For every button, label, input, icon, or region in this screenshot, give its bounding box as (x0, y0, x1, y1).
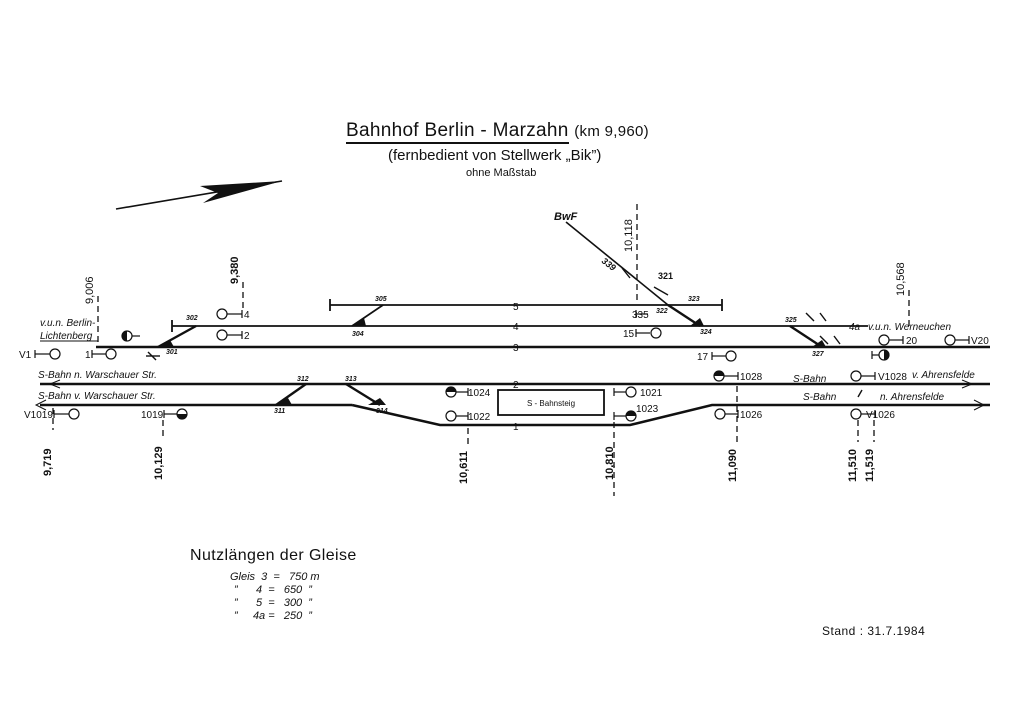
signal-v20-icon (944, 334, 956, 346)
signal-v1026-label: V1026 (866, 410, 895, 421)
signal-1-label: 1 (85, 350, 91, 361)
switch-335: 335 (632, 310, 649, 321)
signal-1-icon (105, 348, 117, 360)
signal-v1028-icon (850, 370, 862, 382)
dir-berlin-1: v.u.n. Berlin- (40, 318, 96, 329)
signal-17-icon (725, 350, 737, 362)
switch-324: 324 (700, 329, 712, 336)
track-4-label: 4 (513, 322, 519, 333)
north-arrow-icon (115, 180, 283, 210)
signal-4-icon (216, 308, 228, 320)
dir-berlin-2: Lichtenberg (40, 331, 93, 342)
length-row: Gleis 3 = 750 m (230, 571, 320, 583)
switch-313: 313 (345, 376, 357, 383)
km-10568: 10,568 (895, 262, 907, 296)
plan-title: Bahnhof Berlin - Marzahn (km 9,960) (346, 120, 649, 144)
signal-1026-icon (714, 408, 726, 420)
switch-301: 301 (166, 349, 178, 356)
switch-322: 322 (656, 308, 668, 315)
switch-304: 304 (352, 331, 364, 338)
bwf-label: BwF (554, 211, 578, 223)
length-row: ” 4a = 250 ” (234, 610, 312, 622)
track-4a-label: 4a (849, 322, 861, 333)
km-9380: 9,380 (229, 256, 241, 284)
switch-314: 314 (376, 408, 388, 415)
signal-1026-label: 1026 (740, 410, 763, 421)
station-name: Bahnhof Berlin - Marzahn (346, 120, 569, 144)
lengths-title: Nutzlängen der Gleise (190, 547, 357, 564)
km-11090: 11,090 (727, 449, 739, 482)
signal-2-label: 2 (244, 331, 250, 342)
signal-v20-label: V20 (971, 336, 989, 347)
switch-312: 312 (297, 376, 309, 383)
track-5-label: 5 (513, 302, 519, 313)
station-km: (km 9,960) (574, 123, 649, 140)
track-3-label: 3 (513, 343, 519, 354)
km-10129: 10,129 (153, 446, 165, 480)
bwf-branch (565, 221, 669, 306)
signal-17-label: 17 (697, 352, 709, 363)
signal-v1026-icon (850, 408, 862, 420)
signal-1021-icon (625, 386, 637, 398)
plan-subtitle: (fernbedient von Stellwerk „Bik”) (388, 147, 602, 164)
dir-v-ahrensfelde: v. Ahrensfelde (912, 370, 975, 381)
km-11510: 11,510 (847, 449, 859, 482)
km-10611: 10,611 (458, 451, 470, 484)
track-1-label: 1 (513, 422, 519, 433)
dir-sbahn-n-warschauer: S-Bahn n. Warschauer Str. (38, 370, 157, 381)
signal-20-icon (878, 334, 890, 346)
km-9719: 9,719 (42, 448, 54, 476)
signal-1021-label: 1021 (640, 388, 663, 399)
switch-327: 327 (812, 351, 825, 358)
signal-1022-label: 1022 (468, 412, 491, 423)
switch-323: 323 (688, 296, 700, 303)
length-row: ” 5 = 300 ” (234, 597, 312, 609)
km-11519: 11,519 (864, 449, 876, 482)
platform-label: S - Bahnsteig (527, 399, 575, 408)
signal-20-label: 20 (906, 336, 918, 347)
signal-v1-label: V1 (19, 350, 32, 361)
signal-1028-label: 1028 (740, 372, 763, 383)
switch-302: 302 (186, 315, 198, 322)
km-10810: 10,810 (604, 446, 616, 480)
dir-werneuchen: v.u.n. Werneuchen (868, 322, 951, 333)
signal-v1-icon (49, 348, 61, 360)
switch-305: 305 (375, 296, 387, 303)
track-1-station (351, 403, 990, 427)
status-date: Stand : 31.7.1984 (822, 624, 926, 638)
signal-2-icon (216, 329, 228, 341)
scale-note: ohne Maßstab (466, 167, 537, 179)
switch-325: 325 (785, 317, 797, 324)
signal-v1019-label: V1019 (24, 410, 53, 421)
signal-v1019-icon (68, 408, 80, 420)
switch-blades (158, 318, 826, 405)
switch-321: 321 (658, 271, 673, 281)
signal-v1028-label: V1028 (878, 372, 907, 383)
km-10118: 10,118 (623, 219, 635, 252)
signal-1022-icon (445, 410, 457, 422)
s-bahnsteig-platform: S - Bahnsteig (497, 389, 605, 416)
length-row: ” 4 = 650 ” (234, 584, 312, 596)
signal-1023-label: 1023 (636, 404, 659, 415)
dir-n-ahrensfelde: n. Ahrensfelde (880, 392, 945, 403)
dir-sbahn-v-warschauer: S-Bahn v. Warschauer Str. (38, 391, 156, 402)
signal-15-label: 15 (623, 329, 635, 340)
dir-sbahn-b: S-Bahn (803, 392, 837, 403)
track-2-label: 2 (513, 380, 519, 391)
dir-sbahn-a: S-Bahn (793, 374, 827, 385)
switch-339: 339 (600, 256, 618, 273)
signal-15-icon (650, 327, 662, 339)
tracks (34, 221, 990, 427)
signal-4-label: 4 (244, 310, 250, 321)
signal-1024-label: 1024 (468, 388, 491, 399)
signal-1019-label: 1019 (141, 410, 164, 421)
km-9006: 9,006 (84, 276, 96, 304)
switch-311: 311 (274, 408, 285, 415)
